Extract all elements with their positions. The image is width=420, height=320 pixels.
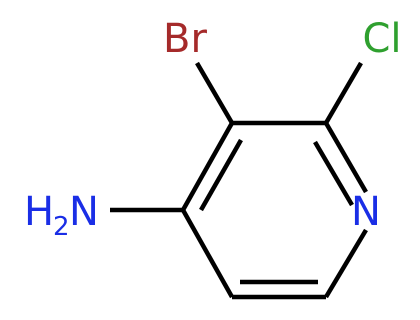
amino-n-label: N [69,189,99,235]
chlorine-label: Cl [362,16,401,62]
amino-group-label: H 2 N [24,189,99,242]
bond-c4-c3-inner [199,138,243,212]
bond-c2-n [324,121,368,194]
amino-subscript: 2 [53,212,70,242]
bond-c2-n-inner [313,140,354,207]
bond-c2-cl [324,61,363,125]
bromine-label: Br [163,16,207,62]
bonds [110,61,368,300]
bond-c4-c3 [181,121,234,212]
bond-c5-c4 [181,208,234,299]
bond-c3-br [195,61,234,125]
ring-nitrogen-label: N [351,189,381,235]
amino-h-label: H [24,189,54,235]
bond-n-c6 [324,228,368,299]
